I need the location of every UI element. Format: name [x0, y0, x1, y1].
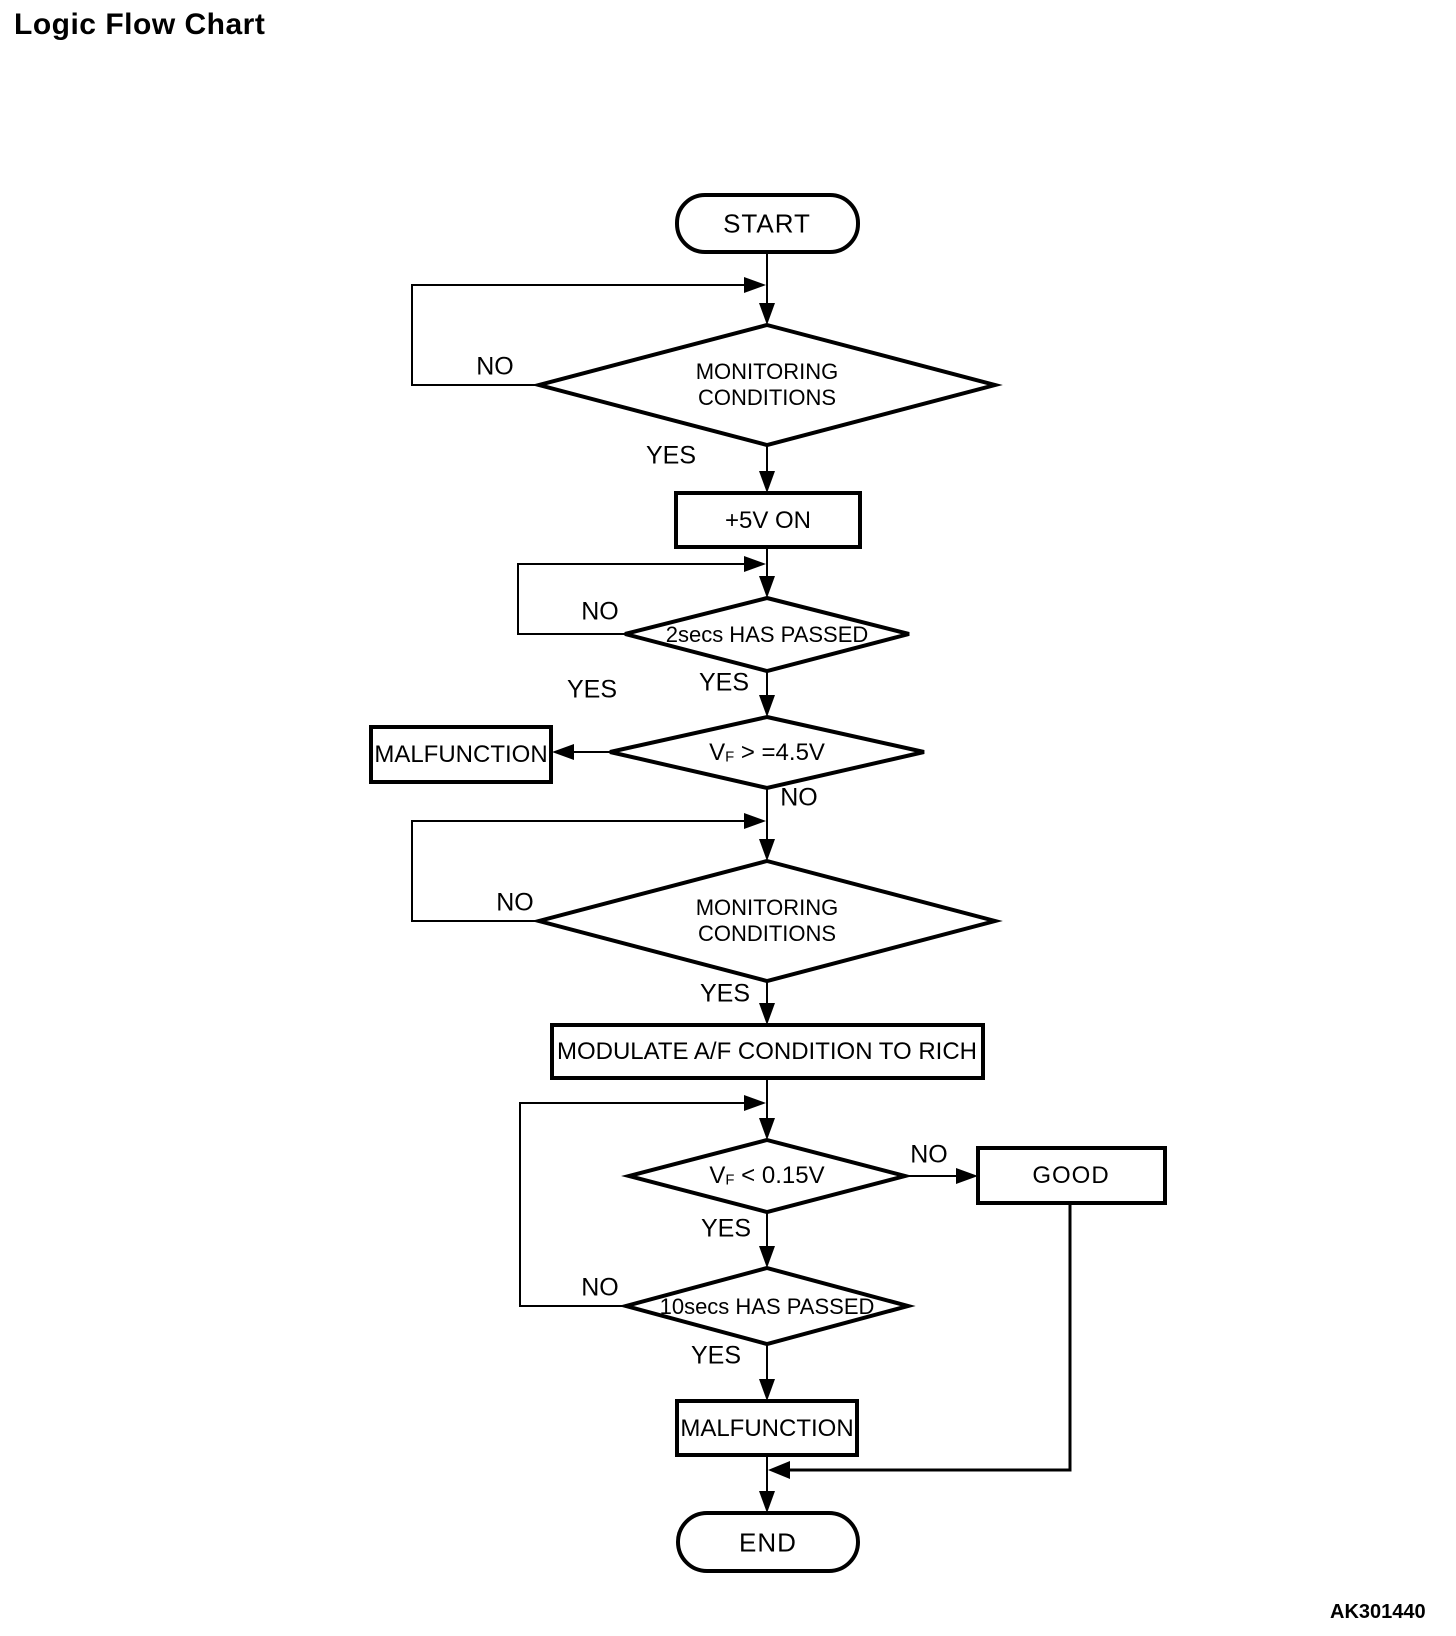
monitoring1-no-label: NO — [476, 352, 514, 381]
arrowhead-left — [768, 1461, 790, 1479]
arrowhead-right — [744, 1095, 766, 1111]
arrowhead-down — [759, 576, 775, 598]
passed2s-yes-label: YES — [698, 668, 750, 697]
arrowhead-down — [759, 1246, 775, 1268]
monitoring1-label: MONITORING CONDITIONS — [696, 359, 839, 411]
malfunction2-label: MALFUNCTION — [680, 1415, 854, 1442]
vflow-label-base: V — [709, 1162, 726, 1189]
monitoring2-decision-shape — [531, 858, 1003, 984]
arrowhead-down — [759, 1491, 775, 1513]
modulate-process-shape — [550, 1023, 985, 1080]
edge-passed2s-no-loop — [517, 563, 745, 635]
monitoring2-yes-label: YES — [699, 979, 751, 1008]
passed10s-yes-label: YES — [690, 1341, 742, 1370]
start-label: START — [723, 208, 811, 239]
vfhigh-label: VF > =4.5V — [709, 739, 825, 767]
end-terminator-shape — [676, 1511, 860, 1573]
arrowhead-down — [759, 303, 775, 325]
malfunction2-process-shape — [675, 1399, 859, 1457]
arrowhead-right — [744, 556, 766, 572]
vfhigh-decision-shape — [609, 714, 925, 791]
monitoring1-label-line1: MONITORING — [695, 359, 839, 384]
edge-passed10s-no-loop — [519, 1102, 745, 1307]
passed2s-decision-shape — [624, 595, 910, 674]
malfunction1-process-shape — [369, 725, 553, 784]
passed2s-no-label: NO — [581, 597, 619, 626]
vflow-label: VF < 0.15V — [709, 1162, 824, 1190]
arrowhead-down — [759, 695, 775, 717]
passed2s-label: 2secs HAS PASSED — [665, 622, 869, 647]
vflow-no-label: NO — [910, 1140, 948, 1169]
edge-good-to-end — [790, 1203, 1072, 1472]
good-process-shape — [976, 1146, 1167, 1205]
monitoring2-label-line2: CONDITIONS — [697, 921, 837, 946]
vflow-decision-shape — [621, 1137, 913, 1215]
page-title: Logic Flow Chart — [14, 8, 266, 41]
arrowhead-left — [552, 744, 574, 760]
good-label: GOOD — [1032, 1162, 1110, 1189]
monitoring1-label-line2: CONDITIONS — [697, 385, 837, 410]
arrowhead-right — [744, 277, 766, 293]
plus5v-process-shape — [674, 491, 862, 549]
passed10s-decision-shape — [618, 1265, 916, 1347]
arrowhead-down — [759, 1118, 775, 1140]
monitoring2-no-label: NO — [496, 888, 534, 917]
monitoring1-yes-label: YES — [645, 441, 697, 470]
vflow-label-sub: F — [725, 1172, 735, 1189]
monitoring1-decision-shape — [531, 322, 1003, 448]
vflow-label-rest: < 0.15V — [734, 1162, 825, 1189]
arrowhead-down — [759, 471, 775, 493]
vfhigh-label-sub: F — [725, 749, 735, 766]
arrowhead-down — [759, 1003, 775, 1025]
end-label: END — [739, 1527, 797, 1558]
passed10s-label: 10secs HAS PASSED — [659, 1294, 875, 1319]
arrowhead-down — [759, 1379, 775, 1401]
vfhigh-label-base: V — [709, 739, 726, 766]
arrowhead-right — [744, 813, 766, 829]
passed10s-no-label: NO — [581, 1273, 619, 1302]
vfhigh-no-label: NO — [780, 783, 818, 812]
figure-code: AK301440 — [1330, 1601, 1426, 1623]
malfunction1-label: MALFUNCTION — [374, 741, 548, 768]
plus5v-label: +5V ON — [724, 507, 812, 534]
arrowhead-down — [759, 839, 775, 861]
vfhigh-label-rest: > =4.5V — [734, 739, 825, 766]
edge-monitoring2-no-loop — [411, 820, 745, 922]
modulate-label: MODULATE A/F CONDITION TO RICH — [556, 1038, 978, 1065]
vfhigh-yes-label: YES — [566, 675, 618, 704]
monitoring2-label-line1: MONITORING — [695, 895, 839, 920]
arrowhead-right — [956, 1168, 978, 1184]
start-terminator-shape — [675, 193, 860, 254]
monitoring2-label: MONITORING CONDITIONS — [696, 895, 839, 947]
edge-monitoring1-no-loop — [411, 284, 745, 386]
vflow-yes-label: YES — [700, 1214, 752, 1243]
